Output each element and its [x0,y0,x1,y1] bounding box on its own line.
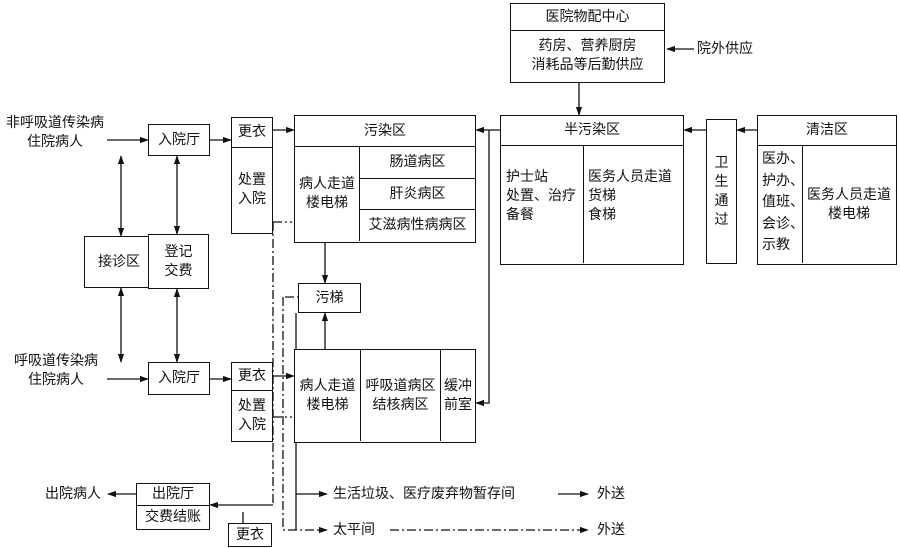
checkout-label: 交费结账 [145,508,201,525]
patient-elevator-top: 病人走道 楼电梯 [299,176,355,211]
supply-center-title: 医院物配中心 [511,4,664,31]
morgue-label: 太平间 [333,522,375,538]
changing-discharge: 更衣 [228,523,272,547]
discharged-patients-label: 出院病人 [45,486,101,502]
process-admission-top: 处置 入院 [238,172,266,207]
contaminated-zone: 污染区 病人走道 楼电梯 肠道病区 肝炎病区 艾滋病性病病区 [294,115,476,243]
supply-center: 医院物配中心 药房、营养厨房 消耗品等后勤供应 [510,3,665,83]
respiratory-block: 病人走道 楼电梯 呼吸道病区 结核病区 缓冲 前室 [294,349,476,443]
admission-hall-bottom: 入院厅 [148,362,210,395]
waste-storage-label: 生活垃圾、医疗废弃物暂存间 [333,486,515,502]
external-delivery-2: 外送 [597,522,625,538]
changing-label-top: 更衣 [232,118,272,148]
clean-zone-divider [802,146,803,263]
registration-payment: 登记 交费 [148,234,209,289]
semi-contaminated-zone: 半污染区 护士站 处置、治疗 备餐 医务人员走道 货梯 食梯 [500,115,684,265]
reception-area: 接诊区 [84,236,154,288]
external-delivery-1: 外送 [597,486,625,502]
respiratory-tb-wards: 呼吸道病区 结核病区 [360,350,440,441]
ward-hepatitis: 肝炎病区 [360,179,475,210]
patient-elevator-bottom: 病人走道 楼电梯 [299,377,356,413]
non-resp-patients-label: 非呼吸道传染病 住院病人 [6,115,104,150]
changing-label-bottom: 更衣 [232,363,272,391]
supply-center-content: 药房、营养厨房 消耗品等后勤供应 [531,38,644,73]
ward-intestinal: 肠道病区 [360,147,475,179]
clean-zone: 清洁区 医办、 护办、 值班、 会诊、 示教 医务人员走道 楼电梯 [757,115,897,265]
dirty-elevator: 污梯 [298,283,361,313]
contaminated-zone-title: 污染区 [295,116,475,147]
process-admission-bottom: 处置 入院 [238,397,266,433]
changing-block-top: 更衣 处置 入院 [231,117,273,234]
outside-supply-label: 院外供应 [697,41,753,57]
doctor-office-list: 医办、 护办、 值班、 会诊、 示教 [762,151,804,253]
hygiene-pass: 卫 生 通 过 [706,119,737,264]
semi-zone-title: 半污染区 [501,116,683,146]
staff-corridor-clean: 医务人员走道 楼电梯 [807,186,891,222]
nurse-station-area: 护士站 处置、治疗 备餐 [506,169,576,223]
discharge-hall-label: 出院厅 [137,484,209,506]
changing-block-bottom: 更衣 处置 入院 [231,362,273,442]
contaminated-wards: 肠道病区 肝炎病区 艾滋病性病病区 [359,147,475,241]
clean-zone-title: 清洁区 [758,116,896,146]
admission-hall-top: 入院厅 [148,124,210,156]
resp-patients-label: 呼吸道传染病 住院病人 [14,353,98,388]
semi-zone-divider [583,146,584,263]
staff-corridor-semi: 医务人员走道 货梯 食梯 [588,169,672,223]
ward-aids-std: 艾滋病性病病区 [368,217,467,233]
discharge-hall: 出院厅 交费结账 [136,483,210,530]
buffer-anteroom: 缓冲 前室 [440,350,475,441]
